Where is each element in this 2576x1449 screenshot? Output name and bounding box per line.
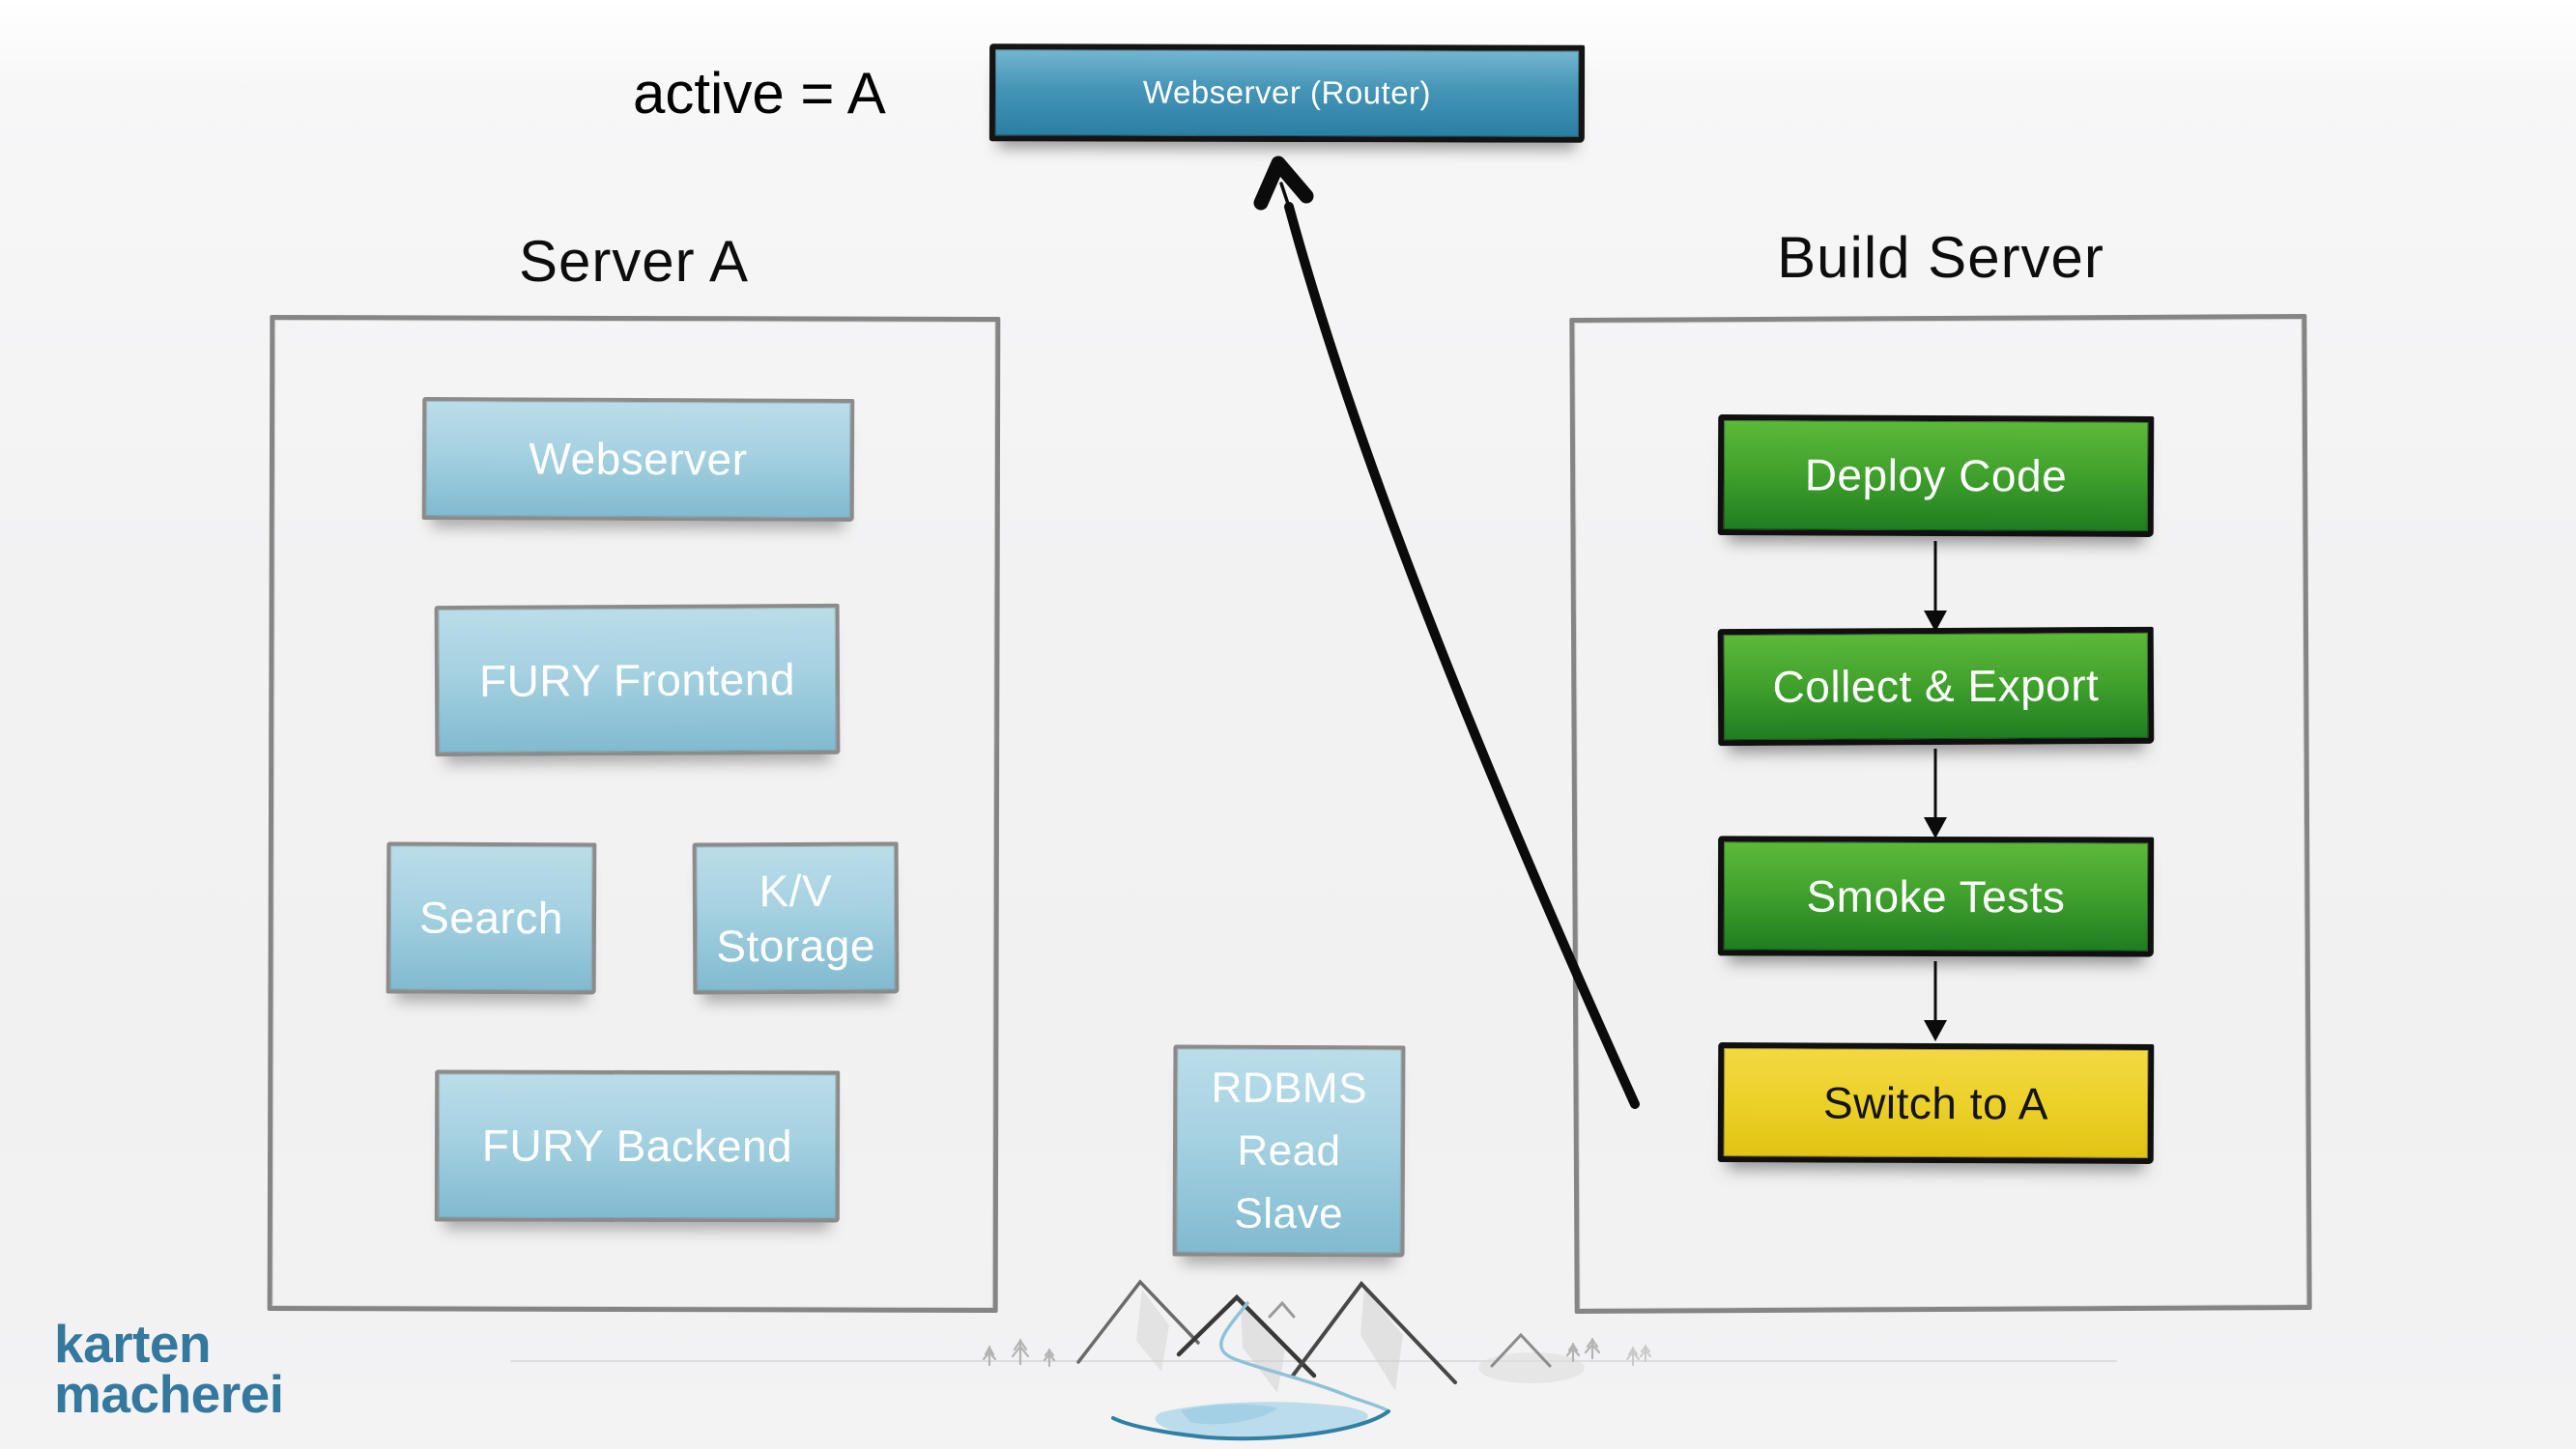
rdbms-line-2: Read [1237,1126,1341,1176]
box-kv-storage: K/V Storage [692,841,900,995]
box-fury-backend-label: FURY Backend [481,1121,793,1172]
box-webserver: Webserver [421,397,855,522]
logo-line-1: karten [54,1314,212,1374]
active-state-annotation: active = A [633,61,886,126]
lake-stroke [1111,1409,1390,1441]
box-search-label: Search [419,893,563,944]
rdbms-line-3: Slave [1234,1189,1344,1238]
mountain-peak-1 [1076,1279,1200,1364]
box-fury-frontend: FURY Frontend [434,603,841,757]
box-rdbms-read-slave: RDBMS Read Slave [1172,1044,1406,1258]
mountain-peak-small [1268,1300,1296,1319]
step-collect-export-label: Collect & Export [1772,660,2100,713]
box-search: Search [386,841,597,995]
server-a-title: Server A [518,229,750,294]
step-deploy-code-label: Deploy Code [1804,449,2068,502]
mountain-peak-2 [1176,1293,1317,1378]
box-fury-frontend-label: FURY Frontend [478,654,796,706]
rdbms-line-1: RDBMS [1211,1064,1368,1113]
logo-line-2: macherei [54,1363,284,1424]
step-smoke-tests-label: Smoke Tests [1806,870,2066,923]
step-collect-export: Collect & Export [1717,626,2155,747]
step-deploy-code: Deploy Code [1717,414,2155,537]
step-smoke-tests: Smoke Tests [1717,836,2155,957]
mountain-peak-3 [1291,1280,1457,1384]
box-webserver-label: Webserver [529,433,748,485]
step-switch-to-a-label: Switch to A [1822,1077,2049,1129]
box-kv-storage-label: K/V Storage [716,866,876,971]
box-fury-backend: FURY Backend [434,1069,841,1223]
build-server-title: Build Server [1777,225,2104,290]
step-switch-to-a: Switch to A [1717,1042,2155,1164]
tree-icon [1626,1345,1651,1366]
tree-icon [982,1337,1601,1368]
router-box: Webserver (Router) [988,43,1586,143]
arrowhead-chevron-icon [1253,156,1314,211]
river-stroke [1219,1301,1390,1413]
mountain-peak-right [1490,1332,1552,1368]
router-box-label: Webserver (Router) [1142,73,1432,111]
kartenmacherei-logo: karten macherei [54,1314,284,1424]
lake-illustration [1111,1301,1390,1441]
